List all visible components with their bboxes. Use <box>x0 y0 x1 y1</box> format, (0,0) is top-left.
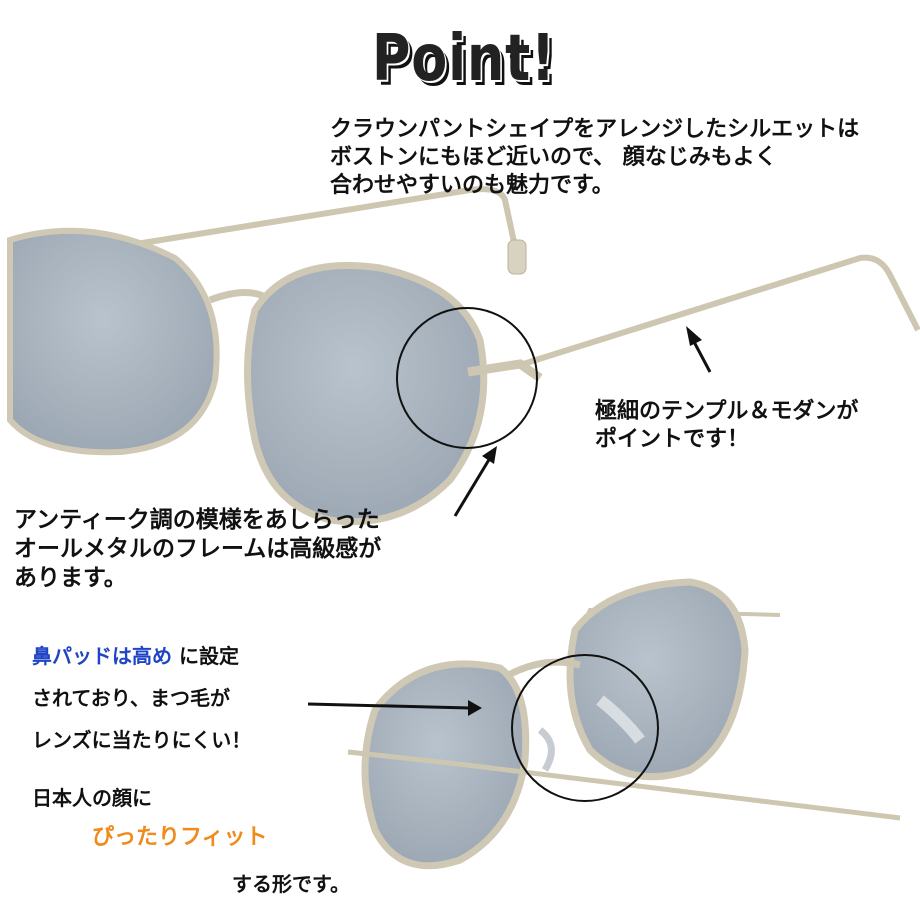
hinge <box>467 359 543 382</box>
bottom-nose-pad-2 <box>596 695 645 744</box>
bottom-near-temple <box>347 749 901 821</box>
bottom-nose-pad <box>537 727 555 772</box>
point-4-rest: に設定 <box>172 644 239 668</box>
nose-pad-arrow <box>307 702 471 710</box>
point-1-line-1: クラウンパントシェイプをアレンジしたシルエットは <box>330 117 860 142</box>
point-3-text: アンティーク調の模様をあしらった オールメタルのフレームは高級感が あります。 <box>14 506 381 593</box>
point-1-text: クラウンパントシェイプをアレンジしたシルエットは ボストンにもほど近いので、 顔… <box>330 116 859 200</box>
hinge-arrow <box>453 457 492 517</box>
point-3-line-1: アンティーク調の模様をあしらった <box>14 507 380 533</box>
point-1-line-3: 合わせやすいのも魅力です。 <box>330 173 614 198</box>
temple-tip <box>507 239 527 275</box>
point-3-line-3: あります。 <box>14 565 127 591</box>
page-title: Point! <box>372 22 556 96</box>
far-temple <box>129 186 523 271</box>
point-5-line-3: する形です。 <box>232 872 350 896</box>
point-5-highlight: ぴったりフィット <box>92 825 268 850</box>
bottom-right-lens <box>566 578 749 781</box>
point-2-line-2: ポイントです！ <box>595 427 750 452</box>
point-4-line-2: されており、まつ毛が <box>32 686 230 710</box>
left-lens <box>7 227 220 456</box>
point-4-highlight: 鼻パッドは高め <box>32 644 172 668</box>
near-temple <box>519 254 920 368</box>
right-lens <box>244 262 488 526</box>
point-5-line-1: 日本人の顔に <box>32 786 152 810</box>
point-1-line-2: ボストンにもほど近いので、 顔なじみもよく <box>330 145 777 170</box>
point-2-text: 極細のテンプル＆モダンが ポイントです！ <box>595 398 858 454</box>
point-4-line-3: レンズに当たりにくい！ <box>32 728 252 752</box>
point-3-line-2: オールメタルのフレームは高級感が <box>14 536 382 562</box>
temple-arrow <box>690 337 712 373</box>
hinge-highlight-circle <box>396 307 538 449</box>
point-2-line-1: 極細のテンプル＆モダンが <box>595 399 859 424</box>
nose-pad-highlight-circle <box>511 654 659 802</box>
point-4-line-1: 鼻パッドは高め に設定 <box>32 642 239 670</box>
